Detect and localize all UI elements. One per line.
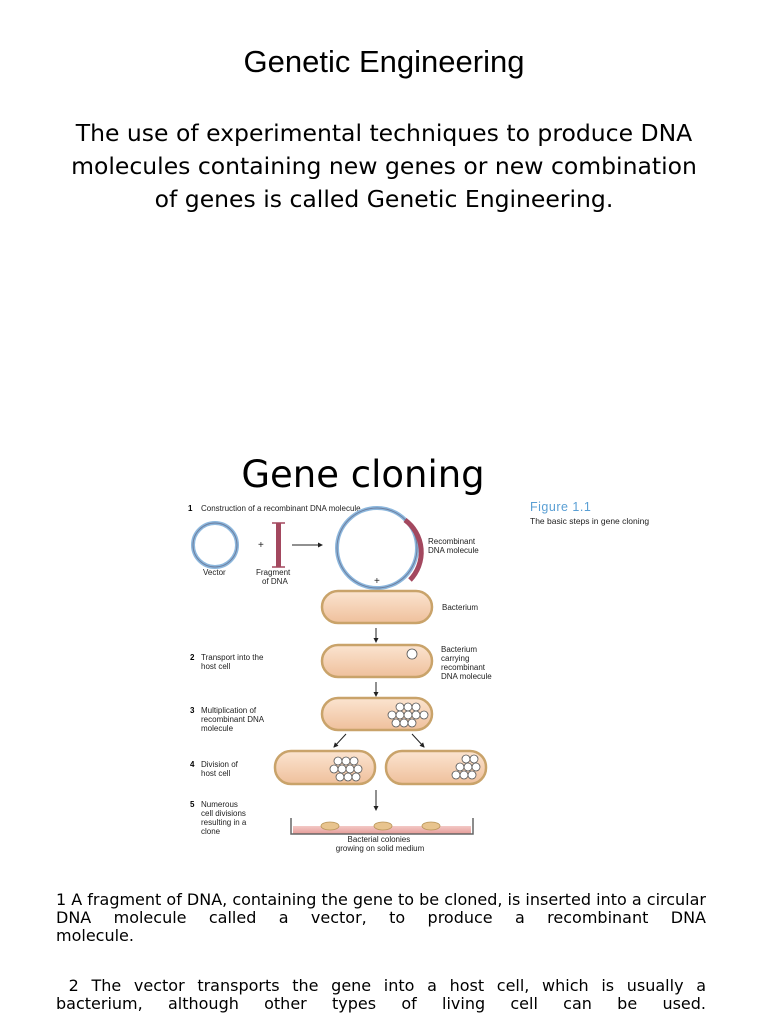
step-2-paragraph: 2 The vector transports the gene into a … (56, 977, 706, 1013)
figure-number: Figure 1.1 (530, 500, 591, 514)
step-2-paragraph-end: bacterium, although other types of livin… (56, 995, 706, 1031)
section-title: Gene cloning (241, 453, 485, 496)
step-4-number: 4 (190, 760, 195, 769)
plus-sign-2: + (374, 576, 380, 587)
step-1-text-end: molecule. (56, 926, 134, 945)
figure-caption: The basic steps in gene cloning (530, 516, 649, 526)
gene-cloning-figure: Figure 1.1 The basic steps in gene cloni… (188, 500, 649, 853)
step-3-label: Multiplication of recombinant DNA molecu… (201, 706, 266, 733)
step-1-paragraph: 1 A fragment of DNA, containing the gene… (56, 891, 706, 945)
plasmid-in-cell (406, 648, 418, 660)
bacterium-carrying-label: Bacterium carrying recombinant DNA molec… (441, 645, 492, 681)
colony (373, 821, 393, 831)
colony (421, 821, 441, 831)
step-2-number: 2 (190, 653, 195, 662)
step-3-number: 3 (190, 706, 195, 715)
solid-medium-plate (290, 818, 474, 835)
step-2-text-end: bacterium, although other types of livin… (56, 994, 706, 1013)
page-title: Genetic Engineering (243, 44, 525, 79)
bacterium-with-plasmid (320, 643, 434, 679)
recombinant-label: Recombinant DNA molecule (428, 537, 479, 555)
fragment-label: Fragment of DNA (256, 568, 292, 586)
step-1-label: Construction of a recombinant DNA molecu… (201, 504, 361, 513)
definition-text: The use of experimental techniques to pr… (71, 119, 697, 213)
colony (320, 821, 340, 831)
plasmid-copies-1 (387, 702, 429, 728)
step-5-number: 5 (190, 800, 195, 809)
bacterium-label: Bacterium (442, 603, 478, 612)
step-2-text: 2 The vector transports the gene into a … (56, 976, 706, 995)
inserted-fragment-arc (403, 517, 424, 582)
step-1-number: 1 (188, 504, 193, 513)
step-4-label: Division of host cell (201, 760, 240, 778)
plus-sign: + (258, 540, 264, 551)
step-2-label: Transport into the host cell (201, 653, 266, 671)
plasmid-copies-2 (329, 756, 363, 782)
colonies-label: Bacterial colonies growing on solid medi… (336, 835, 425, 853)
bacterium-cell (320, 589, 434, 625)
dna-fragment (276, 523, 281, 567)
step-5-label: Numerous cell divisions resulting in a c… (201, 800, 249, 836)
plasmid-copies-3 (451, 754, 481, 780)
step-1-paragraph-end: molecule. (56, 927, 706, 963)
step-1-text: 1 A fragment of DNA, containing the gene… (56, 890, 706, 927)
vector-label: Vector (203, 568, 226, 577)
